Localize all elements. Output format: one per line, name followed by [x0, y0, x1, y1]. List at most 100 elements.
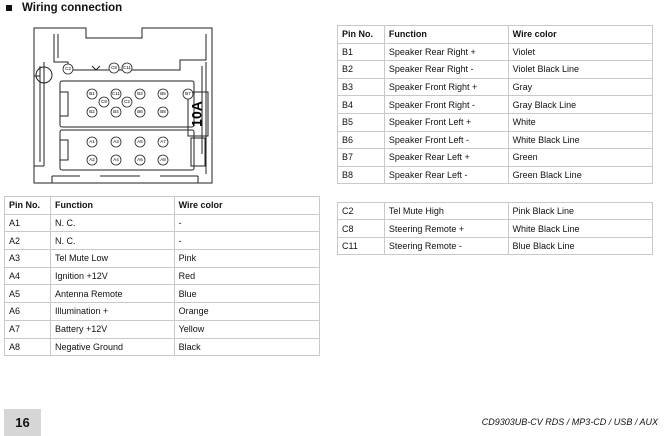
- pin-cell: C11: [337, 236, 385, 256]
- pin-label: B6: [137, 109, 143, 114]
- function-cell: Speaker Rear Left -: [383, 165, 509, 185]
- pin-label: A1: [89, 139, 95, 144]
- pin-socket: [110, 136, 122, 148]
- pin-socket: [98, 96, 110, 108]
- pin-socket: [182, 88, 194, 100]
- connector-diagram: 10A C2 C8 C11 B1 C11 B3 B5 B7 C8 C2 B2 B…: [33, 27, 213, 184]
- color-cell: Violet: [507, 42, 654, 62]
- color-cell: Pink: [173, 249, 321, 268]
- function-cell: Speaker Rear Right +: [383, 42, 509, 62]
- pin-label: B1: [89, 91, 95, 96]
- color-cell: White: [507, 112, 654, 132]
- color-cell: Red: [173, 266, 321, 286]
- function-cell: Speaker Rear Right -: [383, 60, 509, 79]
- pin-socket: [86, 88, 98, 100]
- pin-label: C8: [101, 99, 107, 104]
- pin-label: A5: [137, 139, 143, 144]
- function-cell: Steering Remote -: [383, 236, 509, 256]
- pin-label: A4: [113, 157, 119, 162]
- fuse: [187, 91, 209, 137]
- pin-header: Pin No.: [337, 25, 385, 44]
- section-header: Wiring connection: [6, 2, 122, 14]
- color-cell: Green Black Line: [507, 165, 654, 185]
- pin-cell: A7: [4, 319, 51, 339]
- pin-socket: [134, 88, 146, 100]
- function-cell: Speaker Front Right -: [383, 95, 509, 114]
- b-block: [59, 80, 195, 128]
- pin-label: B3: [137, 91, 143, 96]
- color-header: Wire color: [173, 196, 321, 215]
- function-cell: Negative Ground: [49, 337, 175, 357]
- table-header-row: Pin No. Function Wire color: [337, 25, 654, 44]
- pin-socket: [134, 154, 146, 166]
- model-name: CD9303UB-CV RDS / MP3-CD / USB / AUX: [481, 417, 658, 427]
- pin-cell: A1: [4, 213, 51, 233]
- function-cell: Battery +12V: [49, 319, 175, 339]
- function-cell: Speaker Front Right +: [383, 77, 509, 97]
- pin-label: A3: [113, 139, 119, 144]
- pin-socket: [86, 106, 98, 118]
- pin-cell: C2: [337, 201, 385, 221]
- color-cell: Violet Black Line: [507, 60, 654, 79]
- pin-socket: [110, 106, 122, 118]
- pin-label: B4: [113, 109, 119, 114]
- pin-cell: A6: [4, 302, 51, 321]
- pin-cell: B4: [337, 95, 385, 114]
- pin-socket: [108, 62, 120, 74]
- pin-socket: [134, 106, 146, 118]
- color-cell: -: [173, 231, 321, 251]
- function-cell: Tel Mute Low: [49, 249, 175, 268]
- a-block: [59, 129, 195, 171]
- pin-socket: [157, 88, 169, 100]
- color-cell: Black: [173, 337, 321, 357]
- pin-label: A8: [160, 157, 166, 162]
- function-cell: Steering Remote +: [383, 219, 509, 238]
- bullet-icon: [6, 5, 12, 11]
- color-cell: Gray: [507, 77, 654, 97]
- function-cell: N. C.: [49, 231, 175, 251]
- color-cell: Pink Black Line: [507, 201, 654, 221]
- pin-label: C11: [112, 91, 120, 96]
- pin-socket: [110, 154, 122, 166]
- pin-cell: B1: [337, 42, 385, 62]
- pin-header: Pin No.: [4, 196, 51, 215]
- pin-socket: [62, 63, 74, 75]
- color-cell: Gray Black Line: [507, 95, 654, 114]
- pin-label: B7: [185, 91, 191, 96]
- function-header: Function: [49, 196, 175, 215]
- pin-cell: B3: [337, 77, 385, 97]
- pin-cell: B6: [337, 130, 385, 150]
- mounting-hole: [35, 66, 53, 84]
- pin-cell: A2: [4, 231, 51, 251]
- pin-label: A2: [89, 157, 95, 162]
- pin-socket: [121, 62, 133, 74]
- pin-label: C11: [123, 65, 131, 70]
- table-header-row: Pin No. Function Wire color: [4, 196, 321, 215]
- function-cell: Speaker Rear Left +: [383, 148, 509, 167]
- pin-label: A6: [137, 157, 143, 162]
- pin-cell: A3: [4, 249, 51, 268]
- function-cell: Speaker Front Left +: [383, 112, 509, 132]
- pin-label: A7: [160, 139, 166, 144]
- pin-label: C2: [124, 99, 130, 104]
- function-header: Function: [383, 25, 509, 44]
- connector-outline: [33, 27, 213, 184]
- color-cell: Blue Black Line: [507, 236, 654, 256]
- pin-cell: C8: [337, 219, 385, 238]
- pin-socket: [86, 154, 98, 166]
- function-cell: Antenna Remote: [49, 284, 175, 304]
